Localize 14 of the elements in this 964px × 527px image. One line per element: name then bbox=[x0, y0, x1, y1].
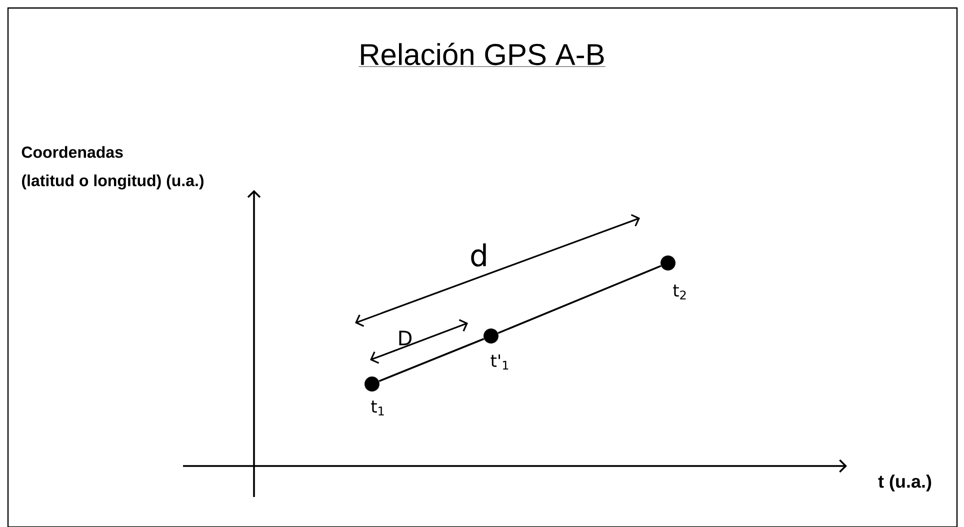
point-label: t'$_{1}$ bbox=[490, 354, 508, 370]
point-label: t$_{2}$ bbox=[673, 284, 686, 300]
dimension-label: d bbox=[471, 243, 486, 267]
data-point bbox=[364, 376, 380, 392]
title: Relación GPS A-B bbox=[358, 42, 606, 67]
axis-label: (latitud o longitud) (u.a.) bbox=[22, 174, 204, 190]
point-label: t$_{1}$ bbox=[371, 400, 384, 416]
data-point bbox=[660, 255, 676, 270]
dimension-label: D bbox=[399, 330, 412, 346]
axis-label: t (u.a.) bbox=[878, 474, 932, 492]
line-segment bbox=[378, 338, 484, 382]
data-point bbox=[484, 328, 498, 344]
axis-label: Coordenadas bbox=[22, 146, 123, 158]
line-segment bbox=[498, 265, 662, 334]
